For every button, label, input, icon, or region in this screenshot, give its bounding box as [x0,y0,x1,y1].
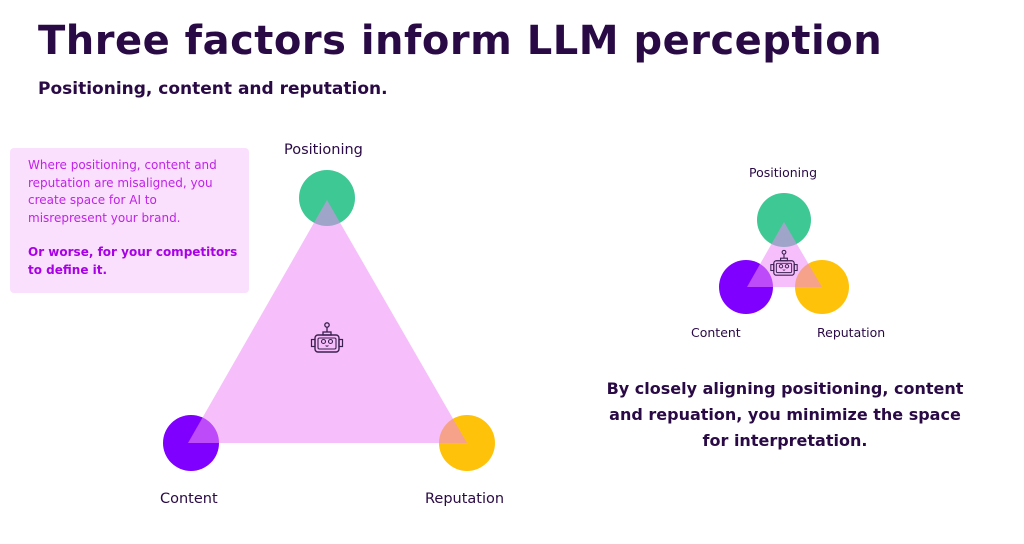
positioning-circle [299,170,355,226]
interpretation-triangle [188,200,467,443]
positioning-label-small: Positioning [749,165,817,180]
conclusion-text: By closely aligning positioning, content… [606,379,964,450]
misaligned-diagram [163,170,495,471]
content-label: Content [160,491,218,507]
callout-body: Where positioning, content and reputatio… [28,158,217,225]
page-title: Three factors inform LLM perception [38,18,883,64]
page-subtitle: Positioning, content and reputation. [38,79,388,99]
positioning-circle-small [757,193,811,247]
aligned-diagram [719,193,849,314]
positioning-label: Positioning [284,142,363,158]
callout-emphasis: Or worse, for your competitors to define… [28,245,238,277]
reputation-label-small: Reputation [817,325,886,340]
reputation-label: Reputation [425,491,505,507]
content-label-small: Content [691,325,741,340]
misalignment-callout: Where positioning, content and reputatio… [10,148,249,293]
